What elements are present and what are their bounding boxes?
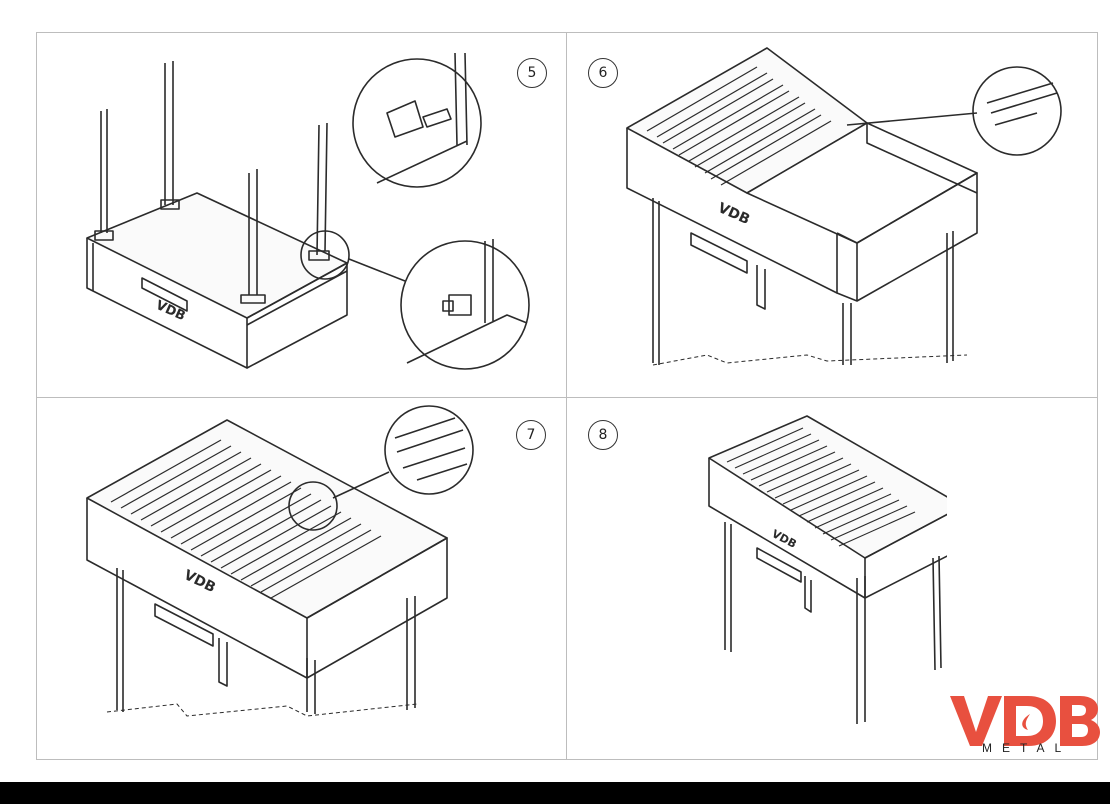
step-8-illustration: VDB xyxy=(708,415,947,724)
svg-text:VDB: VDB xyxy=(770,527,799,551)
step-number-badge: 5 xyxy=(517,58,547,88)
step-6-illustration: VDB xyxy=(626,47,1062,366)
panel-grid-frame xyxy=(36,32,1098,760)
panel-divider-vertical xyxy=(566,32,567,760)
step-5-illustration: VDB xyxy=(86,52,530,370)
step-number-badge: 8 xyxy=(588,420,618,450)
svg-text:VDB: VDB xyxy=(181,567,218,596)
step-number-badge: 7 xyxy=(516,420,546,450)
step-7-illustration: VDB xyxy=(86,405,474,717)
vdb-logo xyxy=(950,696,1100,746)
step-number-badge: 6 xyxy=(588,58,618,88)
vdb-logo-tagline: METAL xyxy=(982,741,1072,755)
svg-text:VDB: VDB xyxy=(153,298,187,324)
panel-divider-horizontal xyxy=(36,397,1098,398)
bottom-black-bar xyxy=(0,782,1110,804)
svg-text:VDB: VDB xyxy=(715,200,752,228)
